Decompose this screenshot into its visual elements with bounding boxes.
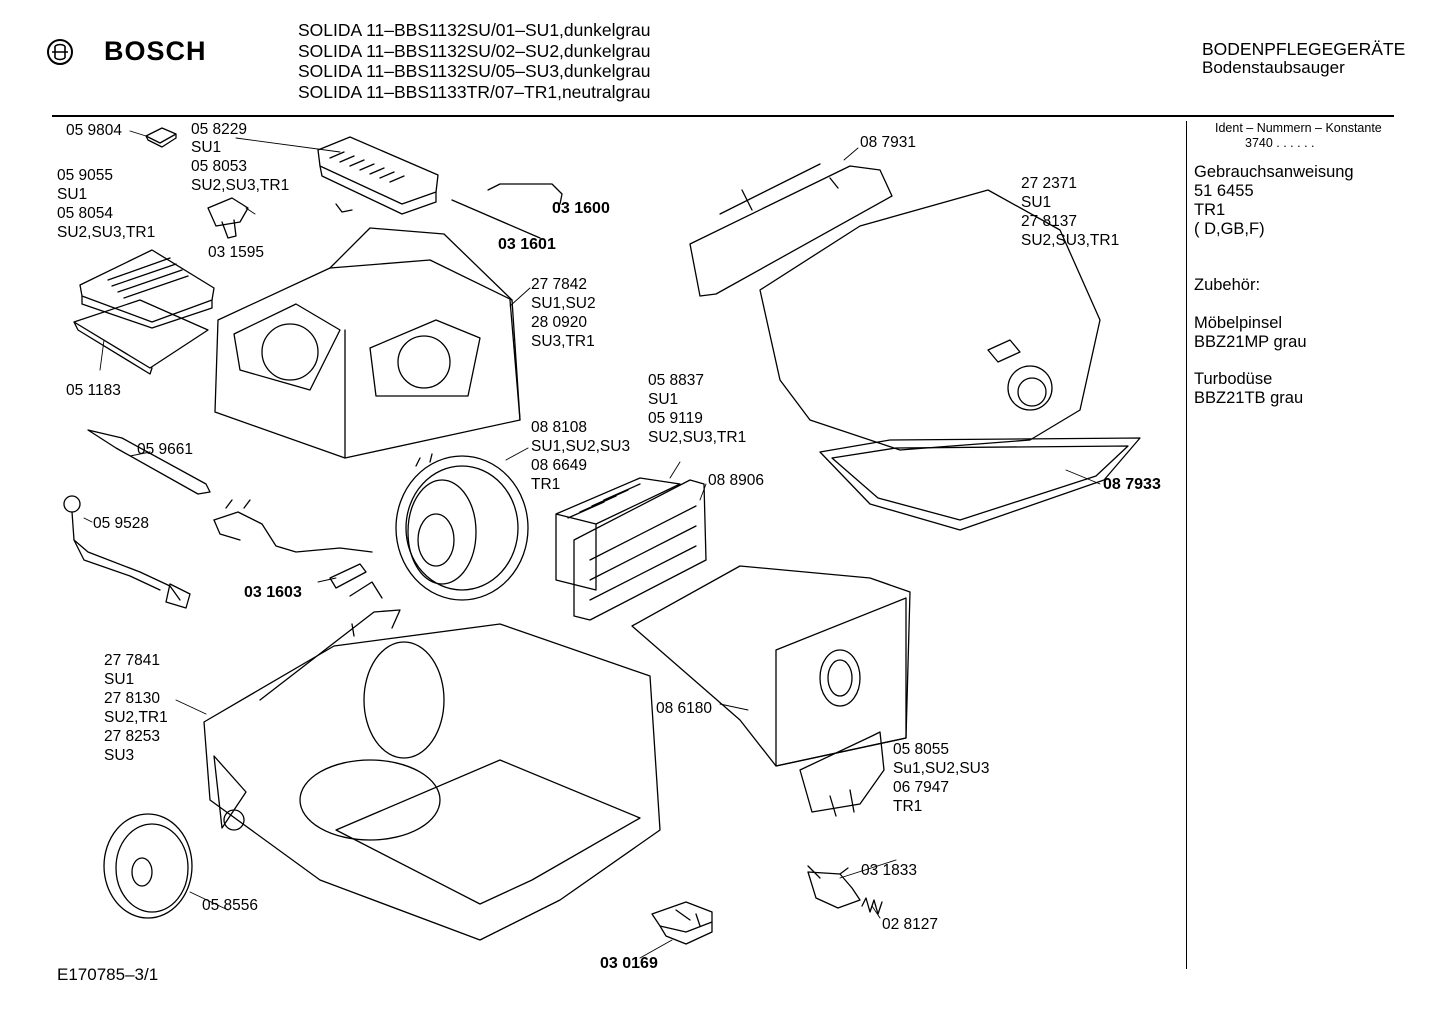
part-number: 05 9804	[66, 122, 123, 139]
sidebar-divider	[1186, 121, 1187, 969]
part-number: 28 0920	[531, 314, 588, 331]
rod-part	[87, 429, 211, 495]
manual-languages: ( D,GB,F)	[1194, 220, 1265, 238]
model-list: SOLIDA 11–BBS1132SU/01–SU1,dunkelgrau SO…	[298, 20, 651, 102]
upper-housing-part	[214, 227, 521, 459]
part-number: 27 2371	[1021, 175, 1078, 192]
part-number: 03 0169	[600, 955, 658, 972]
manual-label: Gebrauchsanweisung	[1194, 163, 1354, 181]
cable-part	[213, 499, 373, 589]
leader-lines	[83, 130, 1101, 959]
subcategory-title: Bodenstaubsauger	[1202, 58, 1345, 77]
base-housing-part	[203, 581, 661, 941]
header-divider	[52, 115, 1394, 117]
filter-grille-part	[317, 136, 439, 215]
model-line: SOLIDA 11–BBS1132SU/05–SU3,dunkelgrau	[298, 61, 651, 81]
variant-code: SU1	[57, 186, 88, 203]
part-number: 05 8556	[202, 897, 259, 914]
filter-frame-part	[573, 479, 707, 621]
motor-part	[395, 453, 529, 601]
part-number: 08 6180	[656, 700, 713, 717]
lid-part	[759, 189, 1101, 451]
carry-handle-part	[689, 163, 893, 297]
accessory-code: BBZ21MP grau	[1194, 333, 1307, 351]
part-number: 05 8837	[648, 372, 705, 389]
part-number: 05 8055	[893, 741, 950, 758]
variant-code: SU1	[191, 139, 222, 156]
part-number: 03 1603	[244, 584, 302, 601]
variant-code: SU2,TR1	[104, 709, 168, 726]
part-number: 03 1600	[552, 200, 610, 217]
variant-code: TR1	[893, 798, 923, 815]
part-number: 02 8127	[882, 916, 939, 933]
accessories-label: Zubehör:	[1194, 276, 1261, 294]
wire-clip-part	[487, 183, 563, 205]
category-title: BODENPFLEGEGERÄTE	[1202, 39, 1406, 59]
part-number: 08 6649	[531, 457, 588, 474]
accessory-name: Möbelpinsel	[1194, 314, 1283, 332]
part-number: 27 8137	[1021, 213, 1078, 230]
manual-number: 51 6455	[1194, 182, 1254, 200]
ident-label: Ident – Nummern – Konstante	[1215, 121, 1382, 135]
pin-part	[451, 199, 541, 239]
part-number: 05 9661	[137, 441, 194, 458]
manual-variant: TR1	[1194, 201, 1226, 219]
part-number: 08 8906	[708, 472, 765, 489]
dust-bag-part	[631, 565, 911, 767]
variant-code: SU2,SU3,TR1	[1021, 232, 1120, 249]
variant-code: SU1	[648, 391, 679, 408]
bag-holder-part	[799, 731, 885, 817]
filter-cover-part	[79, 249, 215, 329]
part-number: 06 7947	[893, 779, 950, 796]
model-line: SOLIDA 11–BBS1132SU/02–SU2,dunkelgrau	[298, 40, 651, 61]
part-number: 27 7842	[531, 276, 588, 293]
bosch-logo-icon	[47, 39, 73, 65]
variant-code: SU1,SU2	[531, 295, 596, 312]
part-number: 05 8229	[191, 121, 248, 138]
part-number: 27 8130	[104, 690, 161, 707]
model-line: SOLIDA 11–BBS1133TR/07–TR1,neutralgrau	[298, 81, 651, 102]
variant-code: SU3,TR1	[531, 333, 595, 350]
variant-code: SU1	[104, 671, 135, 688]
variant-code: SU1	[1021, 194, 1052, 211]
clamp-part	[807, 865, 861, 909]
part-number: 05 8053	[191, 158, 248, 175]
part-number: 27 7841	[104, 652, 161, 669]
part-number: 05 9119	[648, 410, 703, 427]
model-line: SOLIDA 11–BBS1132SU/01–SU1,dunkelgrau	[298, 20, 651, 40]
brand-name: BOSCH	[104, 36, 207, 66]
accessory-code: BBZ21TB grau	[1194, 389, 1304, 407]
lid-seal-part	[819, 437, 1141, 531]
wheel-part	[103, 813, 193, 919]
part-number: 05 8054	[57, 205, 114, 222]
variant-code: SU2,SU3,TR1	[648, 429, 747, 446]
part-number: 03 1601	[498, 236, 556, 253]
ident-value: 3740 . . . . . .	[1245, 136, 1315, 150]
part-number: 05 9055	[57, 167, 114, 184]
variant-code: SU2,SU3,TR1	[191, 177, 290, 194]
wire-harness-part	[63, 495, 191, 609]
part-number: 03 1833	[861, 862, 918, 879]
accessory-name: Turbodüse	[1194, 370, 1273, 388]
caster-part	[651, 901, 713, 945]
clip-part	[145, 127, 177, 148]
variant-code: SU3	[104, 747, 135, 764]
part-number: 08 7931	[860, 134, 917, 151]
part-number: 05 1183	[66, 382, 121, 399]
part-number: 08 8108	[531, 419, 588, 436]
foam-filter-part	[73, 299, 209, 375]
part-number: 03 1595	[208, 244, 265, 261]
part-number: 08 7933	[1103, 476, 1161, 493]
variant-code: SU2,SU3,TR1	[57, 224, 156, 241]
latch-part	[207, 197, 249, 239]
variant-code: SU1,SU2,SU3	[531, 438, 631, 455]
part-number: 05 9528	[93, 515, 150, 532]
variant-code: Su1,SU2,SU3	[893, 760, 990, 777]
drawing-id: E170785–3/1	[57, 965, 159, 984]
part-number: 27 8253	[104, 728, 161, 745]
variant-code: TR1	[531, 476, 561, 493]
